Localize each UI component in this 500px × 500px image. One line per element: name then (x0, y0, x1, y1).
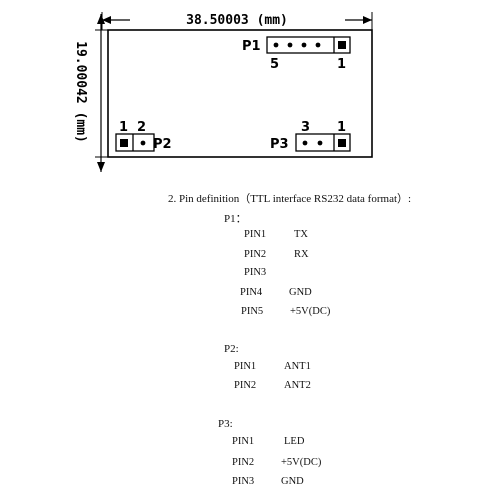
group-label-p1: P1： (224, 213, 247, 225)
header-p3-pin-number: 1 (337, 120, 346, 135)
header-p3-pin-number: 3 (301, 120, 310, 135)
header-p1: P1 5 1 (242, 36, 351, 72)
pin-function: +5V(DC) (290, 306, 331, 317)
board-outline (107, 29, 373, 158)
pin-name: PIN2 (232, 457, 255, 468)
pin-function: ANT2 (284, 380, 311, 391)
pin-function: ANT1 (284, 361, 311, 372)
pin-name: PIN3 (244, 267, 267, 278)
pin-function: GND (289, 287, 312, 298)
width-label: 38.50003 (mm) (186, 13, 288, 28)
pin-function: RX (294, 249, 309, 260)
height-dimension: 19.00042 (mm) (73, 14, 108, 172)
pin-name: PIN3 (232, 476, 255, 487)
header-p1-pin-number: 1 (337, 57, 346, 72)
board-dimension-diagram: 38.50003 (mm) 19.00042 (mm) P1 5 1 1 2 P… (73, 11, 373, 172)
header-p1-pin-number: 5 (270, 57, 279, 72)
header-p2-pin-number: 1 (119, 120, 128, 135)
pin-name: PIN4 (240, 287, 263, 298)
pin-name: PIN1 (232, 436, 255, 447)
group-label-p2: P2: (224, 343, 239, 355)
header-p3: P3 3 1 (270, 120, 351, 152)
header-p3-label: P3 (270, 137, 289, 152)
pin-function: TX (294, 229, 308, 240)
pin-name: PIN1 (244, 229, 267, 240)
section-heading: 2. Pin definition（TTL interface RS232 da… (168, 193, 412, 205)
pin-function: GND (281, 476, 304, 487)
header-p1-label: P1 (242, 39, 261, 54)
pin-name: PIN1 (234, 361, 257, 372)
header-p2: 1 2 P2 (115, 120, 172, 152)
header-p2-label: P2 (153, 137, 172, 152)
width-dimension: 38.50003 (mm) (101, 11, 373, 30)
pin-name: PIN2 (244, 249, 267, 260)
pin-name: PIN2 (234, 380, 257, 391)
group-label-p3: P3: (218, 418, 233, 430)
pin-name: PIN5 (241, 306, 264, 317)
height-label: 19.00042 (mm) (73, 41, 88, 143)
pin-function: LED (284, 436, 305, 447)
pin-function: +5V(DC) (281, 457, 322, 468)
header-p2-pin-number: 2 (137, 120, 146, 135)
